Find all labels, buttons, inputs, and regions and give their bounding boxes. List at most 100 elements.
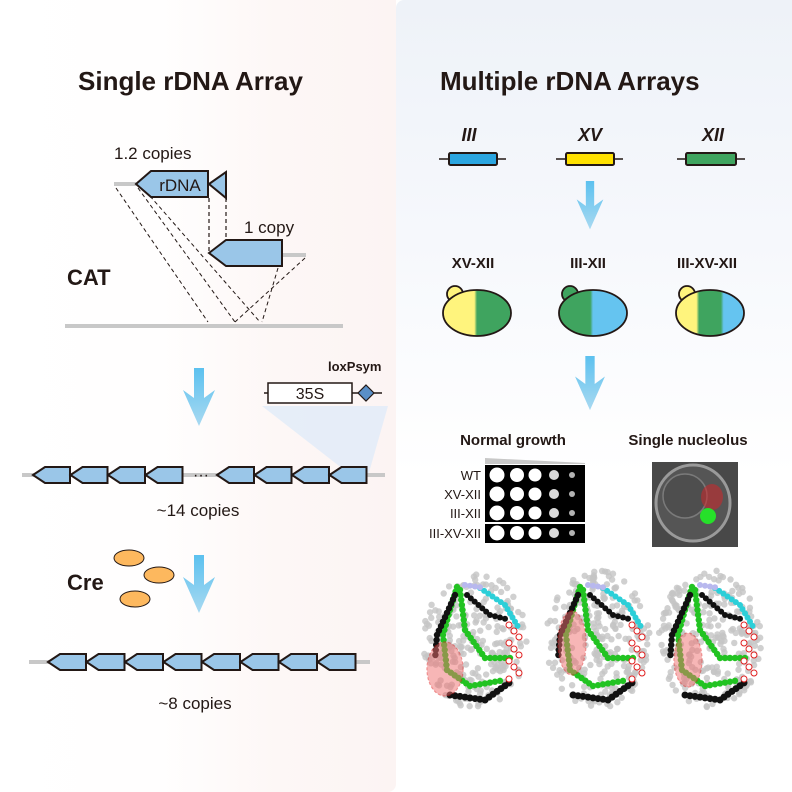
chromosome-label: III bbox=[461, 125, 477, 145]
rdna-unit bbox=[143, 466, 184, 484]
growth-row-label: III-XV-XII bbox=[428, 525, 481, 541]
colony-spot bbox=[549, 508, 559, 518]
loxpsym-label: loxPsym bbox=[328, 359, 381, 374]
multiple-arrays-title: Multiple rDNA Arrays bbox=[440, 66, 700, 96]
nucleolus-region bbox=[557, 610, 587, 676]
cre-protein-icon bbox=[119, 590, 151, 608]
strain-label: XV-XII bbox=[452, 255, 495, 272]
rdna-unit bbox=[277, 653, 318, 671]
rdna-unit bbox=[327, 466, 368, 484]
colony-spot bbox=[489, 505, 505, 521]
colony-spot bbox=[510, 487, 524, 501]
strain-iii-xv-xii: III-XV-XII bbox=[675, 255, 745, 337]
array-14-copies bbox=[22, 466, 385, 484]
colony-spot bbox=[528, 506, 542, 520]
chromosome-xii: XII bbox=[677, 125, 745, 166]
insertion-dashes bbox=[115, 187, 306, 323]
nucleolus-signal bbox=[701, 484, 723, 510]
yeast-cell-icon bbox=[675, 289, 745, 337]
genome-3d-model bbox=[421, 571, 530, 710]
rdna-unit bbox=[31, 466, 71, 484]
rdna-unit bbox=[200, 653, 241, 671]
chromosome-label: XII bbox=[701, 125, 725, 145]
strain-iii-xii: III-XII bbox=[558, 255, 628, 337]
rdna-array-block bbox=[685, 152, 737, 166]
chromosome-xv: XV bbox=[556, 125, 623, 166]
array-14-label: ~14 copies bbox=[157, 501, 240, 520]
zoom-wedge bbox=[262, 406, 388, 476]
colony-spot bbox=[569, 472, 575, 478]
array-gap-ellipsis: ··· bbox=[193, 467, 209, 484]
cat-construct: rDNA 1.2 copies 1 copy CAT bbox=[65, 144, 343, 328]
down-arrow-icon bbox=[183, 555, 215, 613]
colony-spot bbox=[569, 510, 575, 516]
genome-models bbox=[421, 567, 764, 711]
chromosome-iii: III bbox=[439, 125, 506, 166]
rdna-unit bbox=[123, 653, 164, 671]
chromosome-label: XV bbox=[577, 125, 604, 145]
rdna-unit bbox=[315, 653, 357, 671]
colony-spot bbox=[510, 526, 524, 540]
yeast-cell-icon bbox=[558, 289, 628, 337]
cre-label: Cre bbox=[67, 570, 104, 595]
rdna-unit bbox=[84, 653, 126, 671]
nucleolus-region bbox=[426, 641, 464, 697]
rdna-unit bbox=[68, 466, 109, 484]
cre-protein-icon bbox=[143, 566, 175, 584]
colony-spot bbox=[489, 525, 505, 541]
rdna-label: rDNA bbox=[159, 176, 201, 195]
colony-spot bbox=[569, 491, 575, 497]
growth-row-label: III-XII bbox=[449, 506, 481, 522]
rdna-unit-single bbox=[207, 239, 283, 267]
growth-heading: Normal growth bbox=[460, 432, 566, 449]
top-copies-label: 1.2 copies bbox=[114, 144, 192, 163]
dilution-wedge bbox=[485, 458, 585, 464]
array-8-label: ~8 copies bbox=[158, 694, 231, 713]
down-arrow-icon bbox=[183, 368, 215, 426]
rdna-unit bbox=[46, 653, 87, 671]
rdna-array-block bbox=[448, 152, 498, 166]
nucleus-signal bbox=[700, 508, 716, 524]
nucleolus-micrograph bbox=[652, 462, 738, 547]
rdna-unit bbox=[252, 466, 293, 484]
colony-spot bbox=[549, 489, 559, 499]
array-8-copies bbox=[29, 653, 370, 671]
strain-xv-xii: XV-XII bbox=[442, 255, 512, 337]
colony-spot bbox=[549, 528, 559, 538]
rdna-unit bbox=[161, 653, 203, 671]
colony-spot bbox=[510, 468, 524, 482]
rdna-unit bbox=[106, 466, 146, 484]
cre-recombinase: Cre bbox=[67, 549, 175, 608]
colony-spot bbox=[489, 486, 505, 502]
colony-spot bbox=[510, 506, 524, 520]
colony-spot bbox=[569, 530, 575, 536]
rdna-array-block bbox=[565, 152, 615, 166]
partial-rdna-unit bbox=[207, 170, 227, 201]
loxpsym-site-icon bbox=[357, 384, 375, 402]
strain-label: III-XV-XII bbox=[677, 255, 737, 272]
rdna-unit bbox=[290, 466, 330, 484]
cre-protein-icon bbox=[113, 549, 145, 567]
colony-spot bbox=[528, 487, 542, 501]
single-copy-label: 1 copy bbox=[244, 218, 295, 237]
single-array-title: Single rDNA Array bbox=[78, 66, 303, 96]
rdna-unit bbox=[215, 466, 255, 484]
genome-3d-model bbox=[655, 567, 764, 711]
genome-3d-model bbox=[544, 567, 653, 710]
colony-spot bbox=[528, 526, 542, 540]
nucleolus-heading: Single nucleolus bbox=[628, 432, 747, 449]
colony-spot bbox=[549, 470, 559, 480]
strain-label: III-XII bbox=[570, 255, 606, 272]
nucleolus-region bbox=[673, 632, 703, 688]
growth-row-label: WT bbox=[460, 468, 481, 483]
down-arrow-icon bbox=[575, 356, 605, 411]
growth-row-label: XV-XII bbox=[444, 487, 481, 503]
spot-assay bbox=[485, 465, 585, 543]
rdna-unit bbox=[238, 653, 280, 671]
colony-spot bbox=[489, 467, 505, 483]
cat-label: CAT bbox=[67, 265, 111, 290]
yeast-cell-icon bbox=[442, 289, 512, 337]
35s-label: 35S bbox=[296, 386, 324, 403]
insert-detail: 35S loxPsym bbox=[262, 359, 388, 476]
